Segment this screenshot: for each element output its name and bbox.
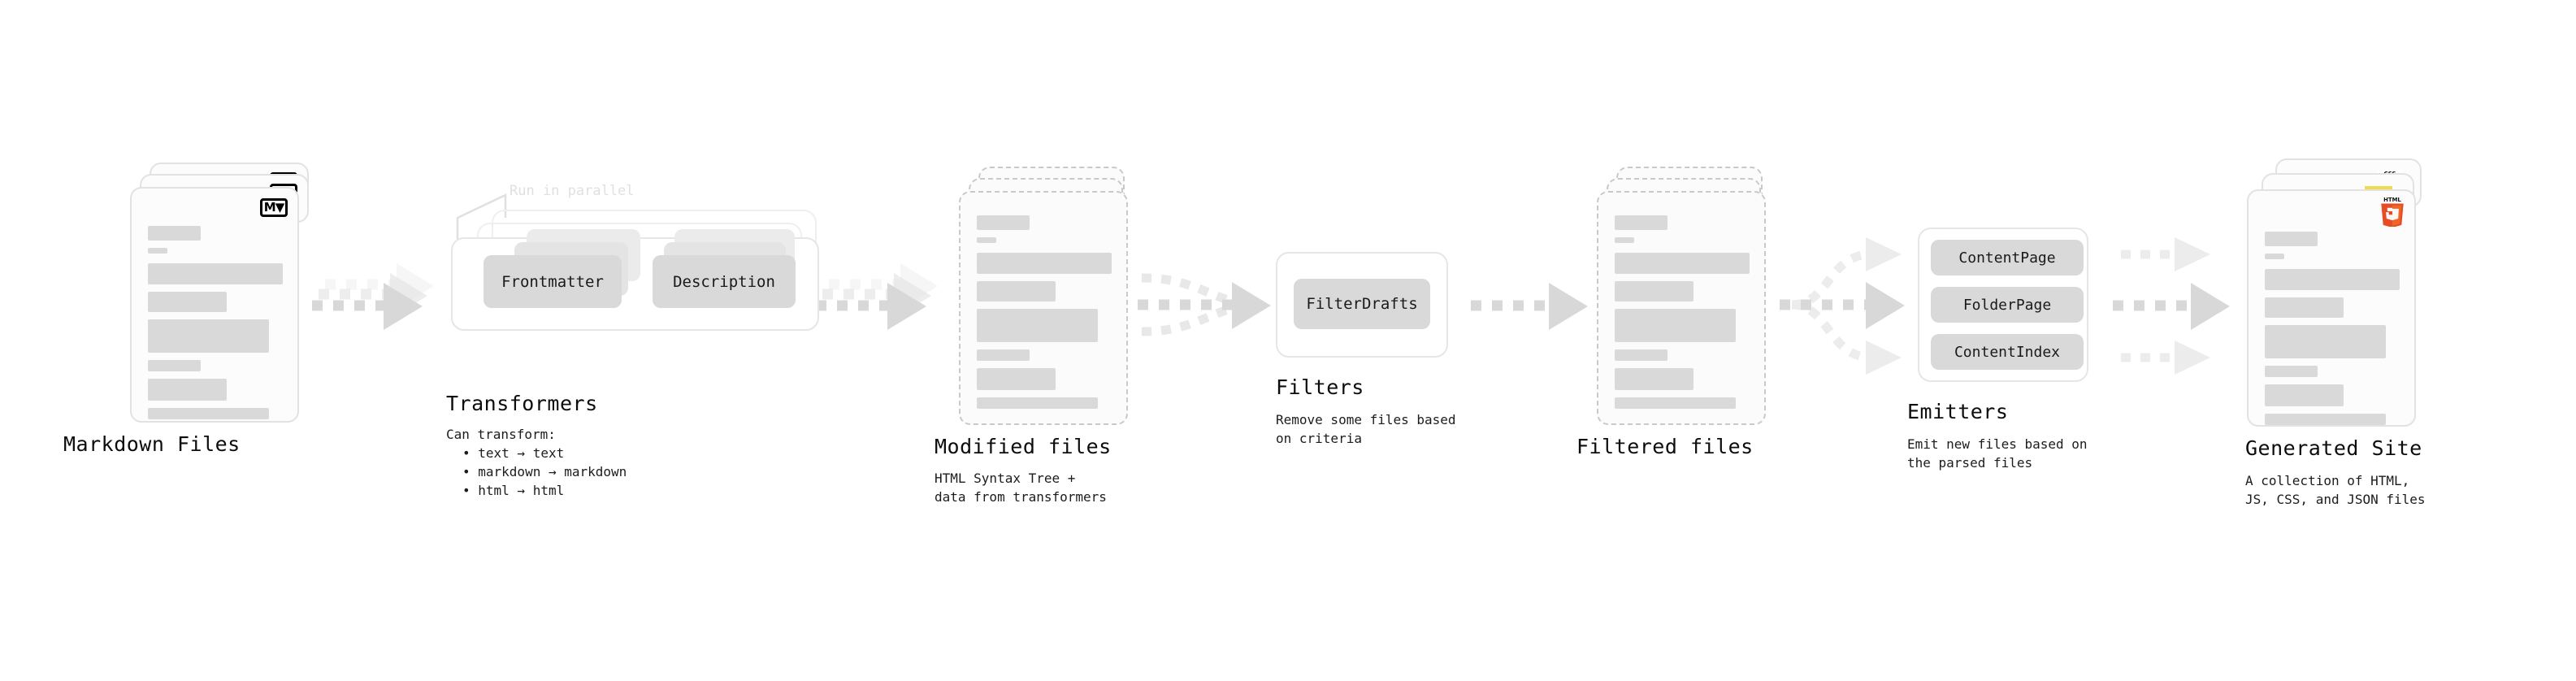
filtered-files-title: Filtered files	[1576, 435, 1754, 458]
emitters-chip-contentindex-label: ContentIndex	[1954, 343, 2061, 361]
arrow-emitters-to-site	[2113, 237, 2230, 375]
stage-markdown-files: M▼ M▼ M▼	[63, 163, 317, 456]
generated-site-title: Generated Site	[2245, 436, 2422, 460]
arrow-transformers-to-modified	[816, 263, 938, 330]
arrow-modified-to-filters	[1138, 273, 1271, 336]
emitters-subtitle: Emit new files based on the parsed files	[1907, 436, 2088, 471]
emitters-chip-contentindex[interactable]: ContentIndex	[1931, 334, 2084, 370]
markdown-files-title: Markdown Files	[63, 432, 241, 456]
emitters-chip-contentpage-label: ContentPage	[1958, 249, 2056, 267]
generated-doc-front-html: HTML	[2247, 189, 2416, 427]
transformers-chip-frontmatter-label: Frontmatter	[501, 272, 604, 291]
generated-site-subtitle: A collection of HTML, JS, CSS, and JSON …	[2245, 473, 2426, 507]
html5-icon-svg: HTML	[2381, 197, 2404, 228]
modified-doc-placeholder-lines	[977, 215, 1112, 416]
emitters-chip-contentpage[interactable]: ContentPage	[1931, 240, 2084, 275]
html5-icon: HTML	[2379, 196, 2406, 230]
markdown-icon-label: M▼	[263, 200, 284, 215]
svg-text:HTML: HTML	[2383, 197, 2401, 203]
emitters-title: Emitters	[1907, 400, 2009, 423]
arrow-filters-to-filtered	[1471, 283, 1588, 330]
transformers-bullet-2: • html → html	[462, 483, 565, 498]
transformers-bullet-1: • markdown → markdown	[462, 464, 627, 479]
markdown-doc-placeholder-lines	[148, 226, 283, 427]
transformers-chip-description-label: Description	[673, 272, 775, 291]
filtered-doc-stack	[1597, 167, 1784, 427]
transformers-chip-frontmatter[interactable]: Frontmatter	[484, 255, 622, 308]
transformers-title: Transformers	[446, 392, 598, 415]
modified-doc-front	[959, 191, 1128, 425]
filters-chip-filterdrafts[interactable]: FilterDrafts	[1294, 279, 1430, 329]
filtered-doc-front	[1597, 191, 1766, 425]
arrow-filtered-to-emitters	[1780, 237, 1905, 375]
markdown-icon: M▼	[260, 198, 288, 217]
generated-doc-placeholder-lines	[2265, 232, 2400, 432]
filters-chip-filterdrafts-label: FilterDrafts	[1306, 295, 1418, 313]
generated-doc-stack: CSS HTML	[2247, 158, 2450, 427]
markdown-doc-stack: M▼ M▼ M▼	[130, 163, 317, 423]
transformers-subtitle: Can transform:	[446, 427, 556, 442]
stage-generated-site: CSS HTML	[2245, 158, 2450, 507]
markdown-doc-front: M▼	[130, 187, 299, 423]
filtered-doc-placeholder-lines	[1615, 215, 1750, 416]
arrow-markdown-to-transformers	[312, 263, 434, 330]
filters-title: Filters	[1276, 375, 1364, 399]
emitters-chip-folderpage-label: FolderPage	[1962, 296, 2052, 314]
stage-modified-files: Modified files HTML Syntax Tree + data f…	[935, 167, 1146, 505]
transformers-chip-description[interactable]: Description	[653, 255, 796, 308]
stage-filtered-files: Filtered files	[1576, 167, 1784, 458]
modified-files-subtitle: HTML Syntax Tree + data from transformer…	[935, 471, 1107, 505]
modified-files-title: Modified files	[935, 435, 1112, 458]
filters-subtitle: Remove some files based on criteria	[1276, 412, 1456, 446]
modified-doc-stack	[959, 167, 1146, 427]
emitters-chip-folderpage[interactable]: FolderPage	[1931, 287, 2084, 323]
transformers-bullet-0: • text → text	[462, 445, 565, 461]
run-in-parallel-label: Run in parallel	[510, 183, 635, 199]
